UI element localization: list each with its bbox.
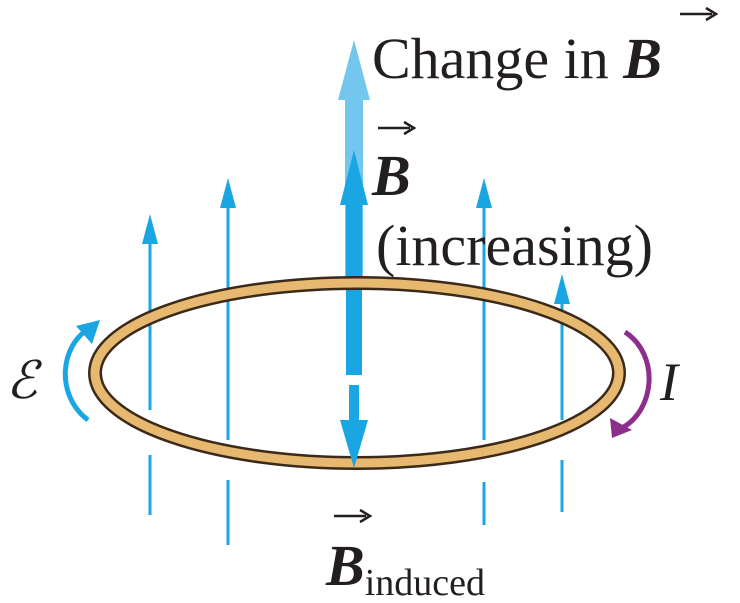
b-induced-label: Binduced bbox=[325, 508, 485, 603]
emf-label: ℰ bbox=[6, 353, 42, 410]
field-lines bbox=[142, 178, 570, 545]
field-line-1 bbox=[142, 214, 158, 515]
b-field-arrow bbox=[340, 150, 368, 375]
b-induced-symbol: B bbox=[325, 533, 365, 598]
svg-text:Change in B: Change in B bbox=[372, 26, 662, 91]
current-label: I bbox=[659, 352, 681, 412]
change-prefix-text: Change in bbox=[372, 26, 623, 91]
field-line-2 bbox=[220, 178, 236, 545]
emf-circulation-icon bbox=[62, 320, 100, 422]
change-in-b-label: Change in B bbox=[372, 6, 719, 91]
b-induced-arrow bbox=[340, 385, 368, 468]
conducting-loop bbox=[88, 276, 626, 470]
vector-arrow-icon bbox=[334, 508, 373, 524]
induced-subscript: induced bbox=[365, 562, 485, 603]
b-symbol: B bbox=[371, 143, 411, 208]
current-circulation-icon bbox=[610, 329, 652, 438]
vector-arrow-icon bbox=[680, 6, 719, 22]
increasing-label: (increasing) bbox=[376, 213, 653, 278]
vector-arrow-icon bbox=[378, 120, 417, 136]
change-b-symbol: B bbox=[622, 26, 662, 91]
b-label: B bbox=[371, 120, 417, 208]
svg-text:Binduced: Binduced bbox=[325, 533, 485, 603]
field-lines-front bbox=[482, 470, 564, 525]
